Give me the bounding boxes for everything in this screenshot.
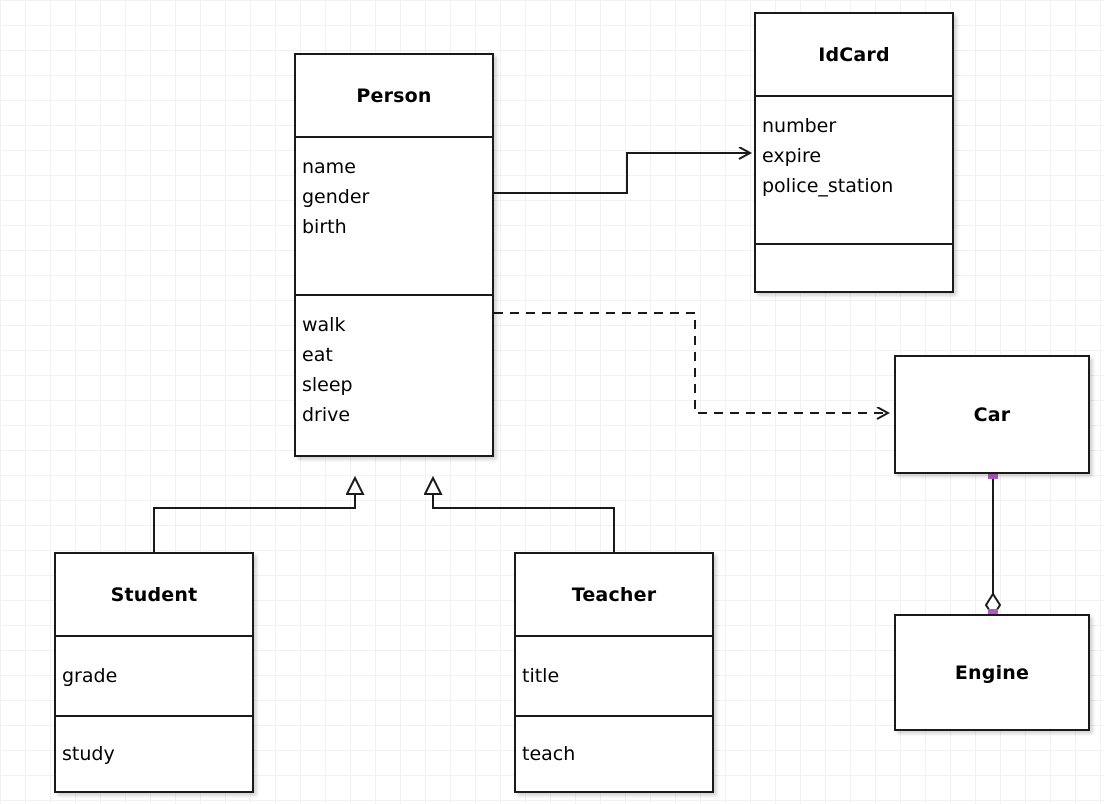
class-box-person[interactable]: Person name gender birth walk eat sleep …	[294, 53, 494, 457]
method-item: study	[62, 743, 115, 765]
class-title-person: Person	[296, 55, 492, 136]
method-item: drive	[302, 404, 351, 426]
attribute-item: number	[762, 115, 837, 137]
method-item: walk	[302, 314, 346, 336]
class-title-car: Car	[896, 357, 1088, 472]
method-item: sleep	[302, 374, 353, 396]
class-name-label: Teacher	[571, 583, 657, 606]
attribute-item: police_station	[762, 175, 894, 197]
aggregation-handle-car[interactable]	[988, 469, 998, 479]
class-attributes-idcard: number expire police_station	[756, 95, 952, 243]
attribute-item: gender	[302, 186, 370, 208]
class-name-label: Engine	[954, 661, 1030, 684]
class-box-idcard[interactable]: IdCard number expire police_station	[754, 12, 954, 293]
attribute-item: title	[522, 665, 560, 687]
class-methods-idcard	[756, 243, 952, 291]
attribute-item: grade	[62, 665, 118, 687]
class-methods-teacher: teach	[516, 715, 712, 791]
class-methods-person: walk eat sleep drive	[296, 294, 492, 455]
attribute-item: name	[302, 156, 356, 178]
class-attributes-teacher: title	[516, 635, 712, 715]
class-name-label: Student	[110, 583, 198, 606]
edge-teacher-person[interactable]	[433, 478, 615, 552]
edge-student-person[interactable]	[153, 478, 355, 552]
class-title-student: Student	[56, 554, 252, 635]
class-methods-student: study	[56, 715, 252, 791]
method-item: teach	[522, 743, 576, 765]
edge-person-idcard[interactable]	[494, 153, 750, 194]
class-title-idcard: IdCard	[756, 14, 952, 95]
class-box-engine[interactable]: Engine	[894, 614, 1090, 731]
class-attributes-person: name gender birth	[296, 136, 492, 294]
class-attributes-student: grade	[56, 635, 252, 715]
class-name-label: Person	[356, 84, 432, 107]
class-title-teacher: Teacher	[516, 554, 712, 635]
attribute-item: birth	[302, 216, 347, 238]
class-box-student[interactable]: Student grade study	[54, 552, 254, 793]
class-name-label: IdCard	[818, 43, 890, 66]
class-box-car[interactable]: Car	[894, 355, 1090, 474]
method-item: eat	[302, 344, 333, 366]
class-name-label: Car	[973, 403, 1011, 426]
attribute-item: expire	[762, 145, 822, 167]
class-title-engine: Engine	[896, 616, 1088, 729]
class-box-teacher[interactable]: Teacher title teach	[514, 552, 714, 793]
edge-person-car[interactable]	[494, 312, 888, 413]
